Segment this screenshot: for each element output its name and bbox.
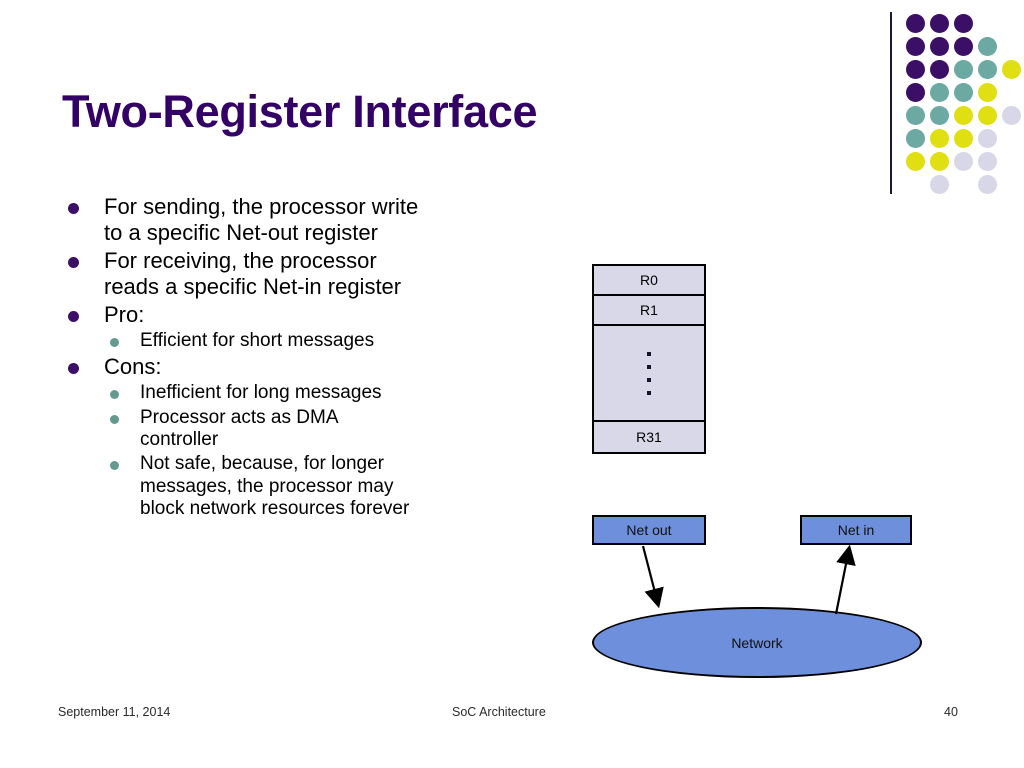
register-cell-label: R1 [640,302,658,318]
bullet-item-1: For receiving, the processor reads a spe… [56,248,576,300]
decorative-dot-icon [978,152,997,171]
network-label: Network [731,634,783,651]
register-ellipsis-cell [594,326,704,422]
network-ellipse: Network [592,607,922,678]
bullet-marker-icon [110,461,119,471]
bullet-text: Not safe, because, for longer messages, … [140,453,410,520]
bullet-item-5: Inefficient for long messages [56,382,576,404]
arrow-net-out-to-network [641,545,664,609]
decorative-dot-icon [906,60,925,79]
net-in-box: Net in [800,515,912,545]
bullet-list: For sending, the processor write to a sp… [56,194,576,523]
decorative-dot-icon [906,152,925,171]
register-cell-label: R31 [636,429,662,445]
arrow-network-to-net-in [834,544,856,615]
decorative-dot-icon [978,129,997,148]
bullet-text: For sending, the processor write to a sp… [104,194,419,245]
bullet-text: Cons: [104,354,162,380]
register-cell-r1: R1 [594,296,704,326]
bullet-item-3: Efficient for short messages [56,330,576,352]
decorative-dot-icon [954,106,973,125]
slide-title: Two-Register Interface [62,86,538,137]
bullet-text: Efficient for short messages [140,329,375,351]
register-cell-label: R0 [640,272,658,288]
decorative-dot-icon [954,152,973,171]
decorative-vertical-rule [890,12,892,194]
decorative-dot-icon [1002,60,1021,79]
footer-page-number: 40 [944,705,958,719]
bullet-text: Pro: [104,301,145,327]
bullet-marker-icon [110,414,119,424]
bullet-text: Processor acts as DMA controller [140,406,339,450]
bullet-marker-icon [68,256,79,268]
decorative-dot-icon [930,14,949,33]
decorative-dot-icon [1002,106,1021,125]
decorative-dot-icon [954,83,973,102]
bullet-marker-icon [68,203,79,214]
bullet-text: Inefficient for long messages [140,382,382,404]
decorative-dot-icon [906,106,925,125]
ellipsis-dot-icon [647,351,651,356]
bullet-marker-icon [68,310,79,322]
footer-date: September 11, 2014 [58,705,171,719]
decorative-dot-icon [978,83,997,102]
decorative-dot-icon [906,14,925,33]
decorative-dot-icon [954,129,973,148]
net-in-label: Net in [837,522,875,538]
net-out-box: Net out [592,515,706,545]
bullet-item-0: For sending, the processor write to a sp… [56,194,576,246]
register-cell-r0: R0 [594,266,704,296]
decorative-dot-icon [906,129,925,148]
bullet-item-2: Pro: [56,302,576,328]
decorative-dot-icon [930,129,949,148]
decorative-dot-icon [930,83,949,102]
decorative-dot-icon [978,37,997,56]
bullet-text: For receiving, the processor reads a spe… [104,247,402,299]
register-cell-r31: R31 [594,422,704,452]
decorative-dot-icon [954,60,973,79]
decorative-dot-icon [930,37,949,56]
decorative-dot-icon [930,175,949,194]
decorative-dot-icon [930,152,949,171]
ellipsis-dot-icon [647,390,651,395]
decorative-dot-icon [978,106,997,125]
slide-footer: September 11, 2014 SoC Architecture 40 [0,705,1024,725]
decorative-dot-icon [930,60,949,79]
bullet-item-7: Not safe, because, for longer messages, … [56,453,576,520]
bullet-item-4: Cons: [56,354,576,380]
footer-title: SoC Architecture [452,705,546,719]
decorative-dot-icon [978,175,997,194]
bullet-marker-icon [110,390,119,400]
ellipsis-dot-icon [647,377,651,382]
decorative-dot-grid [884,8,1024,194]
decorative-dot-icon [930,106,949,125]
decorative-dot-icon [954,14,973,33]
net-out-label: Net out [626,522,672,538]
ellipsis-dot-icon [647,364,651,369]
decorative-dot-icon [906,83,925,102]
bullet-marker-icon [110,337,119,347]
decorative-dot-icon [906,37,925,56]
decorative-dot-icon [954,37,973,56]
bullet-marker-icon [68,363,79,375]
decorative-dot-icon [978,60,997,79]
bullet-item-6: Processor acts as DMA controller [56,407,576,452]
